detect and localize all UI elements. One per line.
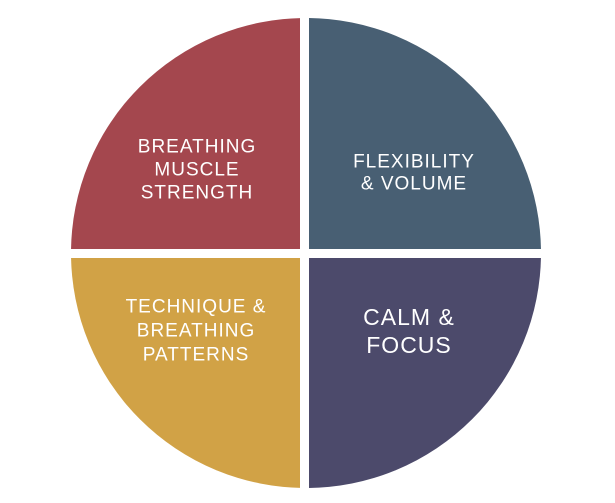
label-line: FLEXIBILITY (353, 152, 475, 173)
label-line: TECHNIQUE & (126, 297, 267, 318)
quadrant-flexibility-volume (309, 18, 541, 249)
label-line: PATTERNS (143, 345, 250, 366)
label-line: CALM & (363, 304, 455, 330)
label-line: STRENGTH (141, 183, 254, 204)
label-line: MUSCLE (154, 160, 239, 181)
quadrant-breathing-muscle-strength (71, 18, 300, 249)
label-line: BREATHING (137, 321, 255, 342)
label-line: BREATHING (138, 137, 256, 158)
label-line: & VOLUME (361, 174, 467, 195)
quadrant-technique-breathing-patterns (71, 258, 300, 488)
quadrant-calm-focus (309, 258, 541, 488)
label-line: FOCUS (366, 332, 452, 358)
